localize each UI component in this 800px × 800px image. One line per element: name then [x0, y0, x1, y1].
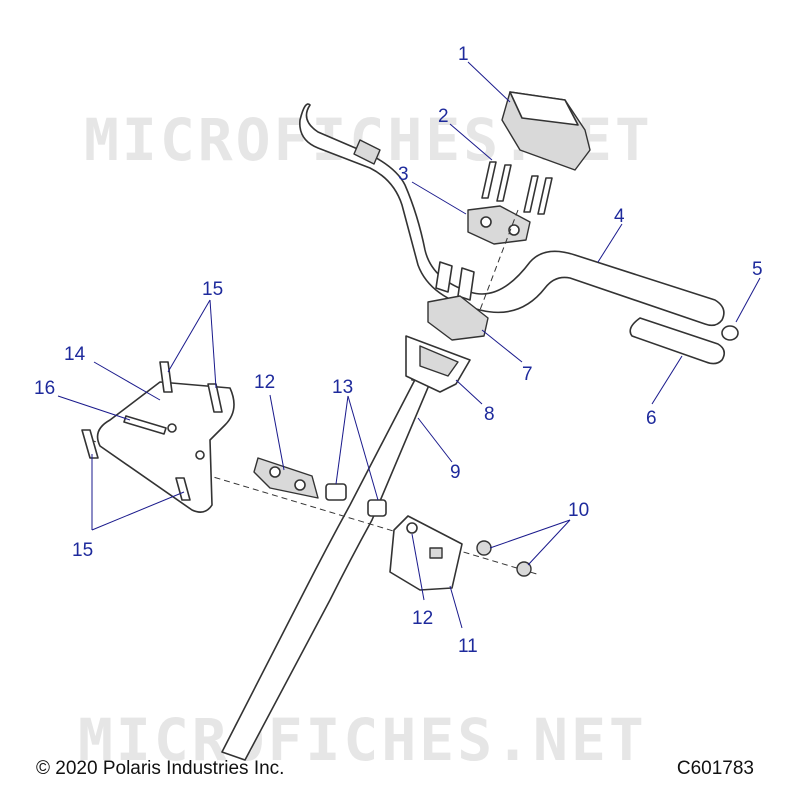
leader-lines	[57, 61, 761, 629]
upper-clamp	[467, 205, 531, 245]
callout-9: 9	[450, 462, 461, 483]
bolt-set-2	[481, 161, 553, 215]
bolt-set-15	[81, 361, 223, 501]
spacers	[325, 483, 387, 517]
callout-13: 13	[332, 377, 353, 398]
watermark-bottom: MICROFICHES.NET	[78, 706, 647, 774]
lower-plate	[389, 515, 463, 591]
callout-3: 3	[398, 164, 409, 185]
callout-12-top: 12	[254, 372, 275, 393]
callout-10: 10	[568, 500, 589, 521]
callout-15-top: 15	[202, 279, 223, 300]
copyright-text: © 2020 Polaris Industries Inc.	[36, 758, 285, 779]
diagram-code: C601783	[676, 758, 754, 779]
bolt-16	[123, 415, 167, 435]
callout-14: 14	[64, 344, 86, 365]
callout-15-bottom: 15	[72, 540, 93, 561]
callout-16: 16	[34, 378, 55, 399]
callout-1: 1	[458, 44, 469, 65]
callout-12-bottom: 12	[412, 608, 433, 629]
callout-7: 7	[522, 364, 533, 385]
callout-6: 6	[646, 408, 657, 429]
handlebar	[299, 103, 725, 327]
riser-bracket	[405, 335, 471, 393]
handlebar-cover	[501, 91, 591, 171]
lower-clamp	[427, 295, 489, 341]
callout-2: 2	[438, 106, 449, 127]
callouts: 1 2 3 4 5 6 7 8 9 10 11 12 12 13 14 15 1…	[34, 44, 763, 657]
callout-5: 5	[752, 259, 763, 280]
end-cap	[721, 325, 739, 341]
callout-8: 8	[484, 404, 495, 425]
spacer-bracket	[253, 457, 319, 499]
callout-4: 4	[614, 206, 625, 227]
callout-11: 11	[458, 636, 478, 657]
mount-plate	[96, 381, 235, 513]
hand-grip	[629, 317, 726, 365]
nuts	[476, 540, 532, 577]
